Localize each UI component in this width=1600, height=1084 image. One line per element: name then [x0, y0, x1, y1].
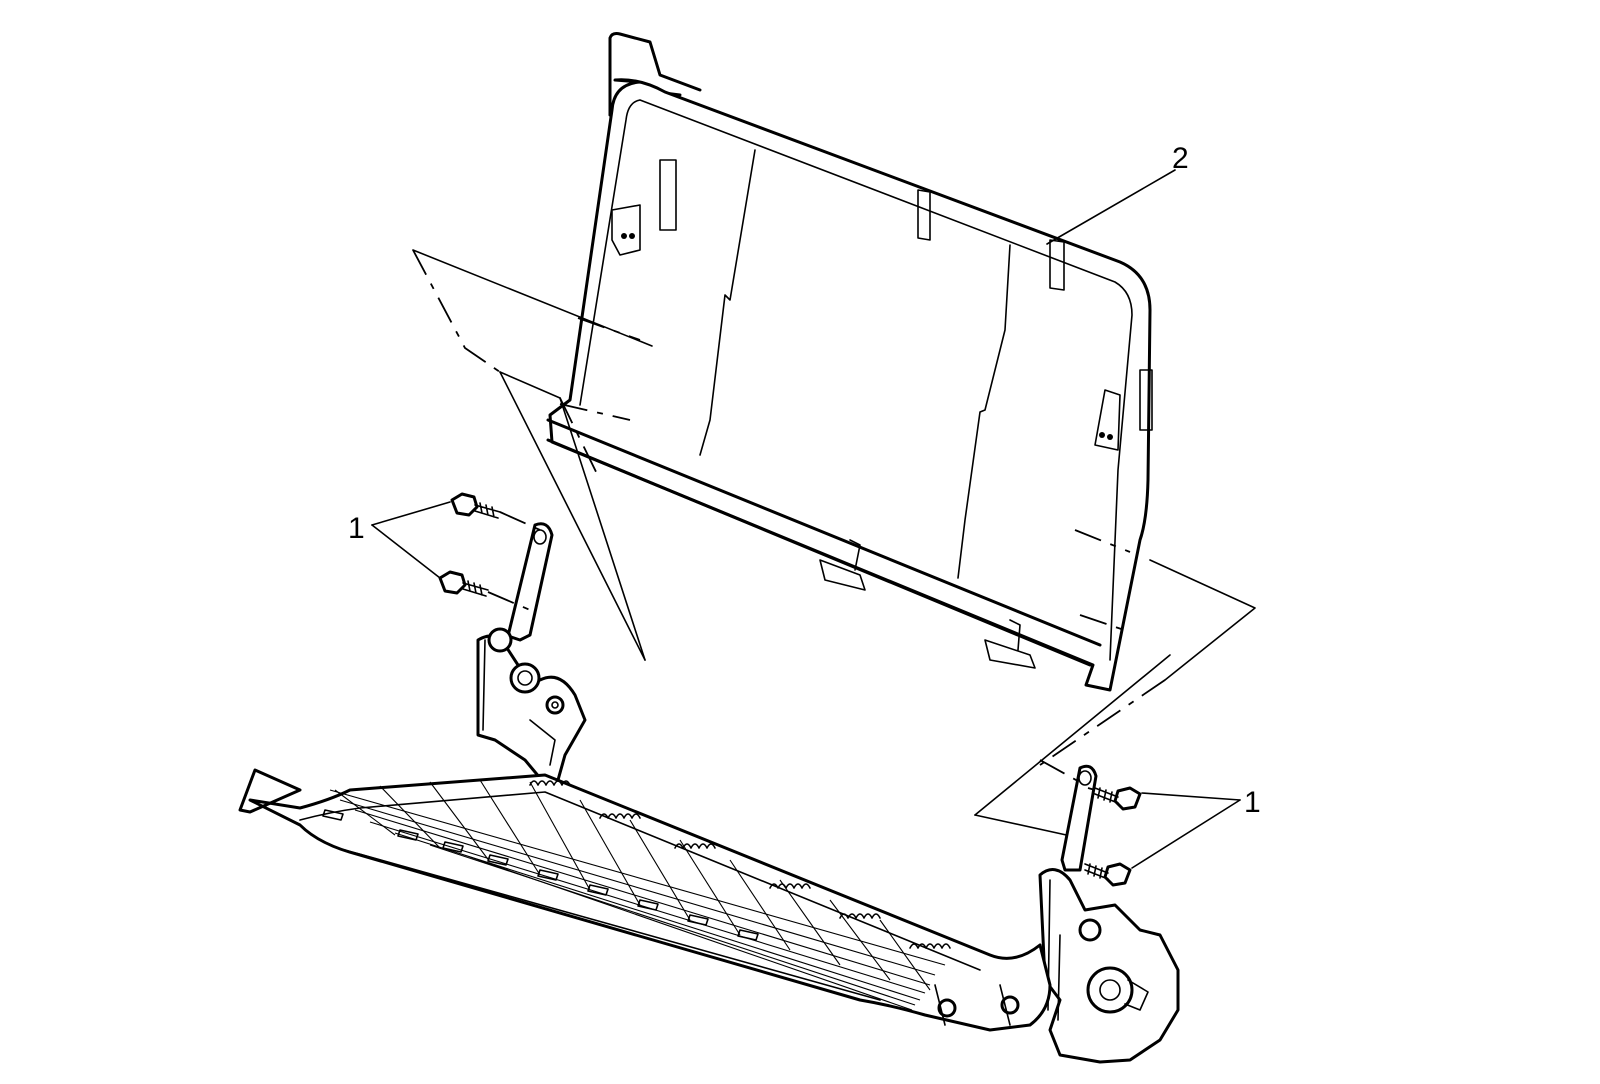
left-exploded-plane — [412, 249, 653, 661]
bolt-right-upper-axis — [1087, 787, 1096, 791]
bolt-left-upper — [450, 492, 501, 519]
bolt-left-lower-axis — [487, 591, 531, 611]
callout-bolts-left: 1 — [348, 512, 365, 545]
bolt-right-upper — [1094, 786, 1142, 811]
bolt-left-upper-axis — [499, 511, 541, 531]
seat-cushion-frame — [238, 768, 1052, 1032]
left-hinge-bracket — [476, 522, 587, 782]
callout-backrest-frame: 2 — [1172, 142, 1189, 175]
bolt-left-lower — [438, 570, 489, 597]
callout-bolts-right: 1 — [1244, 786, 1261, 819]
bolt-right-lower — [1084, 862, 1132, 887]
seat-back-frame — [546, 32, 1153, 692]
right-hinge-bracket — [1038, 764, 1180, 1064]
leader-lines — [371, 169, 1241, 869]
